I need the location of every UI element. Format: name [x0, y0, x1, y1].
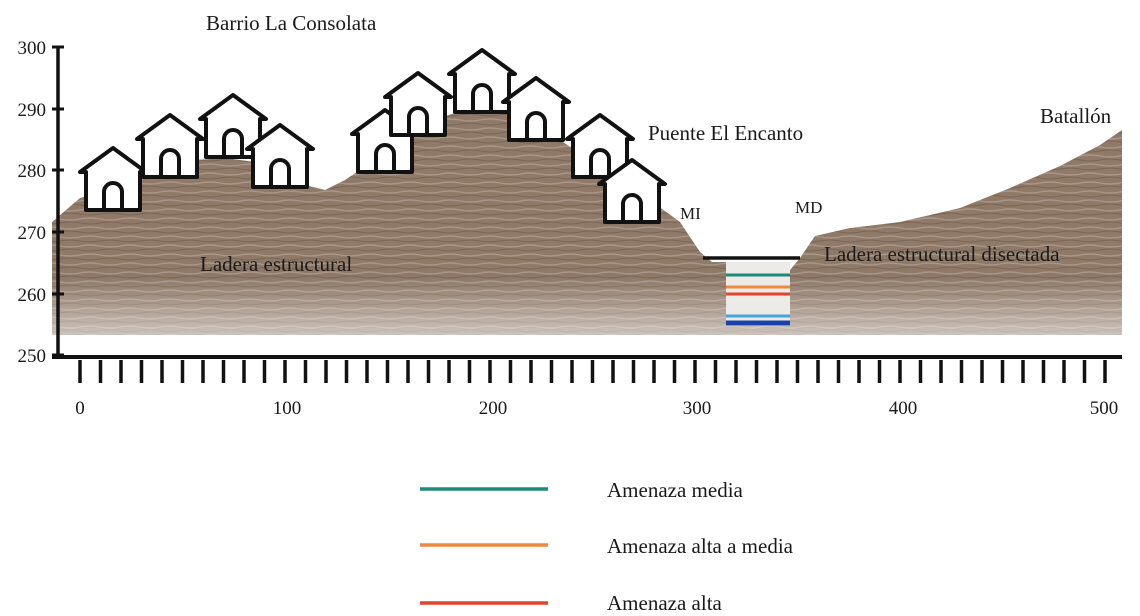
label-batallon: Batallón	[1040, 104, 1112, 128]
x-tick-label: 300	[683, 398, 712, 419]
y-axis: 300 290 280 270 260 250	[18, 38, 64, 367]
x-tick-label: 400	[889, 398, 918, 419]
y-tick-label: 280	[18, 161, 47, 182]
house-icon	[501, 76, 571, 142]
label-barrio: Barrio La Consolata	[206, 11, 377, 35]
x-tick-label: 200	[479, 398, 508, 419]
house-icon	[135, 113, 205, 179]
label-puente: Puente El Encanto	[648, 121, 803, 145]
legend: Amenaza media Amenaza alta a media Amena…	[420, 478, 794, 615]
legend-label: Amenaza alta a media	[607, 534, 794, 558]
legend-label: Amenaza media	[607, 478, 744, 502]
label-ladera-estructural: Ladera estructural	[200, 252, 352, 276]
label-ladera-disectada: Ladera estructural disectada	[824, 242, 1060, 266]
y-tick-label: 290	[18, 100, 47, 121]
house-icon	[383, 71, 453, 137]
x-tick-label: 0	[75, 398, 85, 419]
y-tick-label: 300	[18, 38, 47, 59]
label-md: MD	[795, 198, 822, 217]
y-tick-label: 250	[18, 346, 47, 367]
x-axis: 0 100 200 300 400 500	[52, 355, 1122, 419]
y-tick-label: 270	[18, 223, 47, 244]
x-tick-label: 500	[1090, 398, 1119, 419]
x-tick-label: 100	[273, 398, 302, 419]
label-mi: MI	[680, 204, 701, 223]
house-icon	[78, 146, 148, 212]
channel-hazard-levels	[726, 273, 790, 326]
legend-label: Amenaza alta	[607, 591, 723, 615]
y-tick-label: 260	[18, 285, 47, 306]
